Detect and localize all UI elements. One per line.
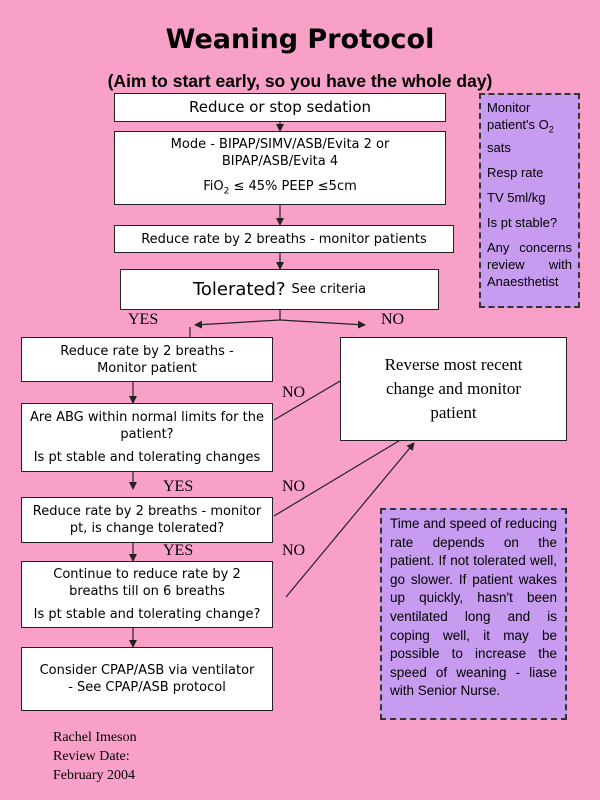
fio2-line: FiO2 ≤ 45% PEEP ≤5cm bbox=[203, 178, 357, 197]
abg-question: Are ABG within normal limits for the pat… bbox=[30, 410, 264, 442]
step-reduce-rate-tolerated-label: Reduce rate by 2 breaths - monitor pt, i… bbox=[32, 504, 262, 536]
arrow-no-tolerated bbox=[273, 432, 413, 517]
page-title: Weaning Protocol bbox=[165, 24, 435, 55]
page-subtitle: (Aim to start early, so you have the who… bbox=[107, 71, 493, 91]
monitor-note-item: Resp rate bbox=[487, 164, 544, 180]
yes-label-abg: YES bbox=[163, 478, 194, 495]
step-reduce-rate-monitor-patient: Reduce rate by 2 breaths - Monitor patie… bbox=[21, 337, 273, 382]
stable-tolerating: Is pt stable and tolerating changes bbox=[33, 450, 261, 465]
step-reverse-change: Reverse most recent change and monitor p… bbox=[340, 337, 567, 441]
footer-review-label: Review Date: bbox=[53, 749, 130, 764]
monitor-note-item: Is pt stable? bbox=[487, 214, 558, 230]
mode-line: Mode - BIPAP/SIMV/ASB/Evita 2 or BIPAP/A… bbox=[170, 136, 390, 169]
no-label-top: NO bbox=[381, 311, 405, 328]
footer-author: Rachel Imeson bbox=[53, 730, 137, 745]
no-label-abg: NO bbox=[282, 384, 306, 401]
arrow-no-stable bbox=[285, 442, 415, 598]
yes-label-tolerated: YES bbox=[163, 542, 194, 559]
arrow-yes-branch bbox=[194, 319, 281, 329]
step-abg-check: Are ABG within normal limits for the pat… bbox=[21, 403, 273, 472]
step-reduce-rate-monitor-label: Reduce rate by 2 breaths - monitor patie… bbox=[141, 231, 427, 247]
arrow-no-branch bbox=[279, 319, 366, 329]
monitor-note-item: Any concerns review with Anaesthetist bbox=[487, 239, 572, 289]
no-label-stable: NO bbox=[282, 542, 306, 559]
monitor-note: Monitor patient's O2 sats Resp rate TV 5… bbox=[479, 93, 580, 308]
stable-tolerating-change: Is pt stable and tolerating change? bbox=[33, 607, 261, 622]
step-consider-cpap-label: Consider CPAP/ASB via ventilator - See C… bbox=[39, 663, 255, 695]
step-reduce-rate-tolerated: Reduce rate by 2 breaths - monitor pt, i… bbox=[21, 497, 273, 543]
step-reduce-rate-monitor-patient-label: Reduce rate by 2 breaths - Monitor patie… bbox=[60, 343, 234, 376]
see-criteria-label: See criteria bbox=[291, 282, 367, 297]
footer: Rachel Imeson Review Date: February 2004 bbox=[53, 728, 137, 785]
step-reduce-sedation-label: Reduce or stop sedation bbox=[188, 98, 371, 116]
step-continue-reduce: Continue to reduce rate by 2 breaths til… bbox=[21, 561, 273, 628]
speed-note: Time and speed of reducing rate depends … bbox=[380, 508, 567, 720]
monitor-note-item: TV 5ml/kg bbox=[487, 189, 546, 205]
step-reduce-rate-monitor: Reduce rate by 2 breaths - monitor patie… bbox=[114, 225, 454, 253]
step-reverse-change-label: Reverse most recent change and monitor p… bbox=[384, 355, 523, 422]
step-mode-settings: Mode - BIPAP/SIMV/ASB/Evita 2 or BIPAP/A… bbox=[114, 131, 446, 205]
footer-review-date: February 2004 bbox=[53, 768, 136, 783]
decision-tolerated: Tolerated? See criteria bbox=[120, 269, 439, 310]
yes-label-top: YES bbox=[128, 311, 159, 328]
step-reduce-sedation: Reduce or stop sedation bbox=[114, 93, 446, 122]
arrow-no-abg bbox=[273, 373, 353, 421]
step-consider-cpap: Consider CPAP/ASB via ventilator - See C… bbox=[21, 647, 273, 711]
monitor-note-o2: Monitor patient's O2 sats bbox=[487, 100, 554, 155]
continue-reduce: Continue to reduce rate by 2 breaths til… bbox=[53, 567, 241, 599]
tolerated-label: Tolerated? bbox=[192, 279, 286, 300]
no-label-tolerated: NO bbox=[282, 478, 306, 495]
